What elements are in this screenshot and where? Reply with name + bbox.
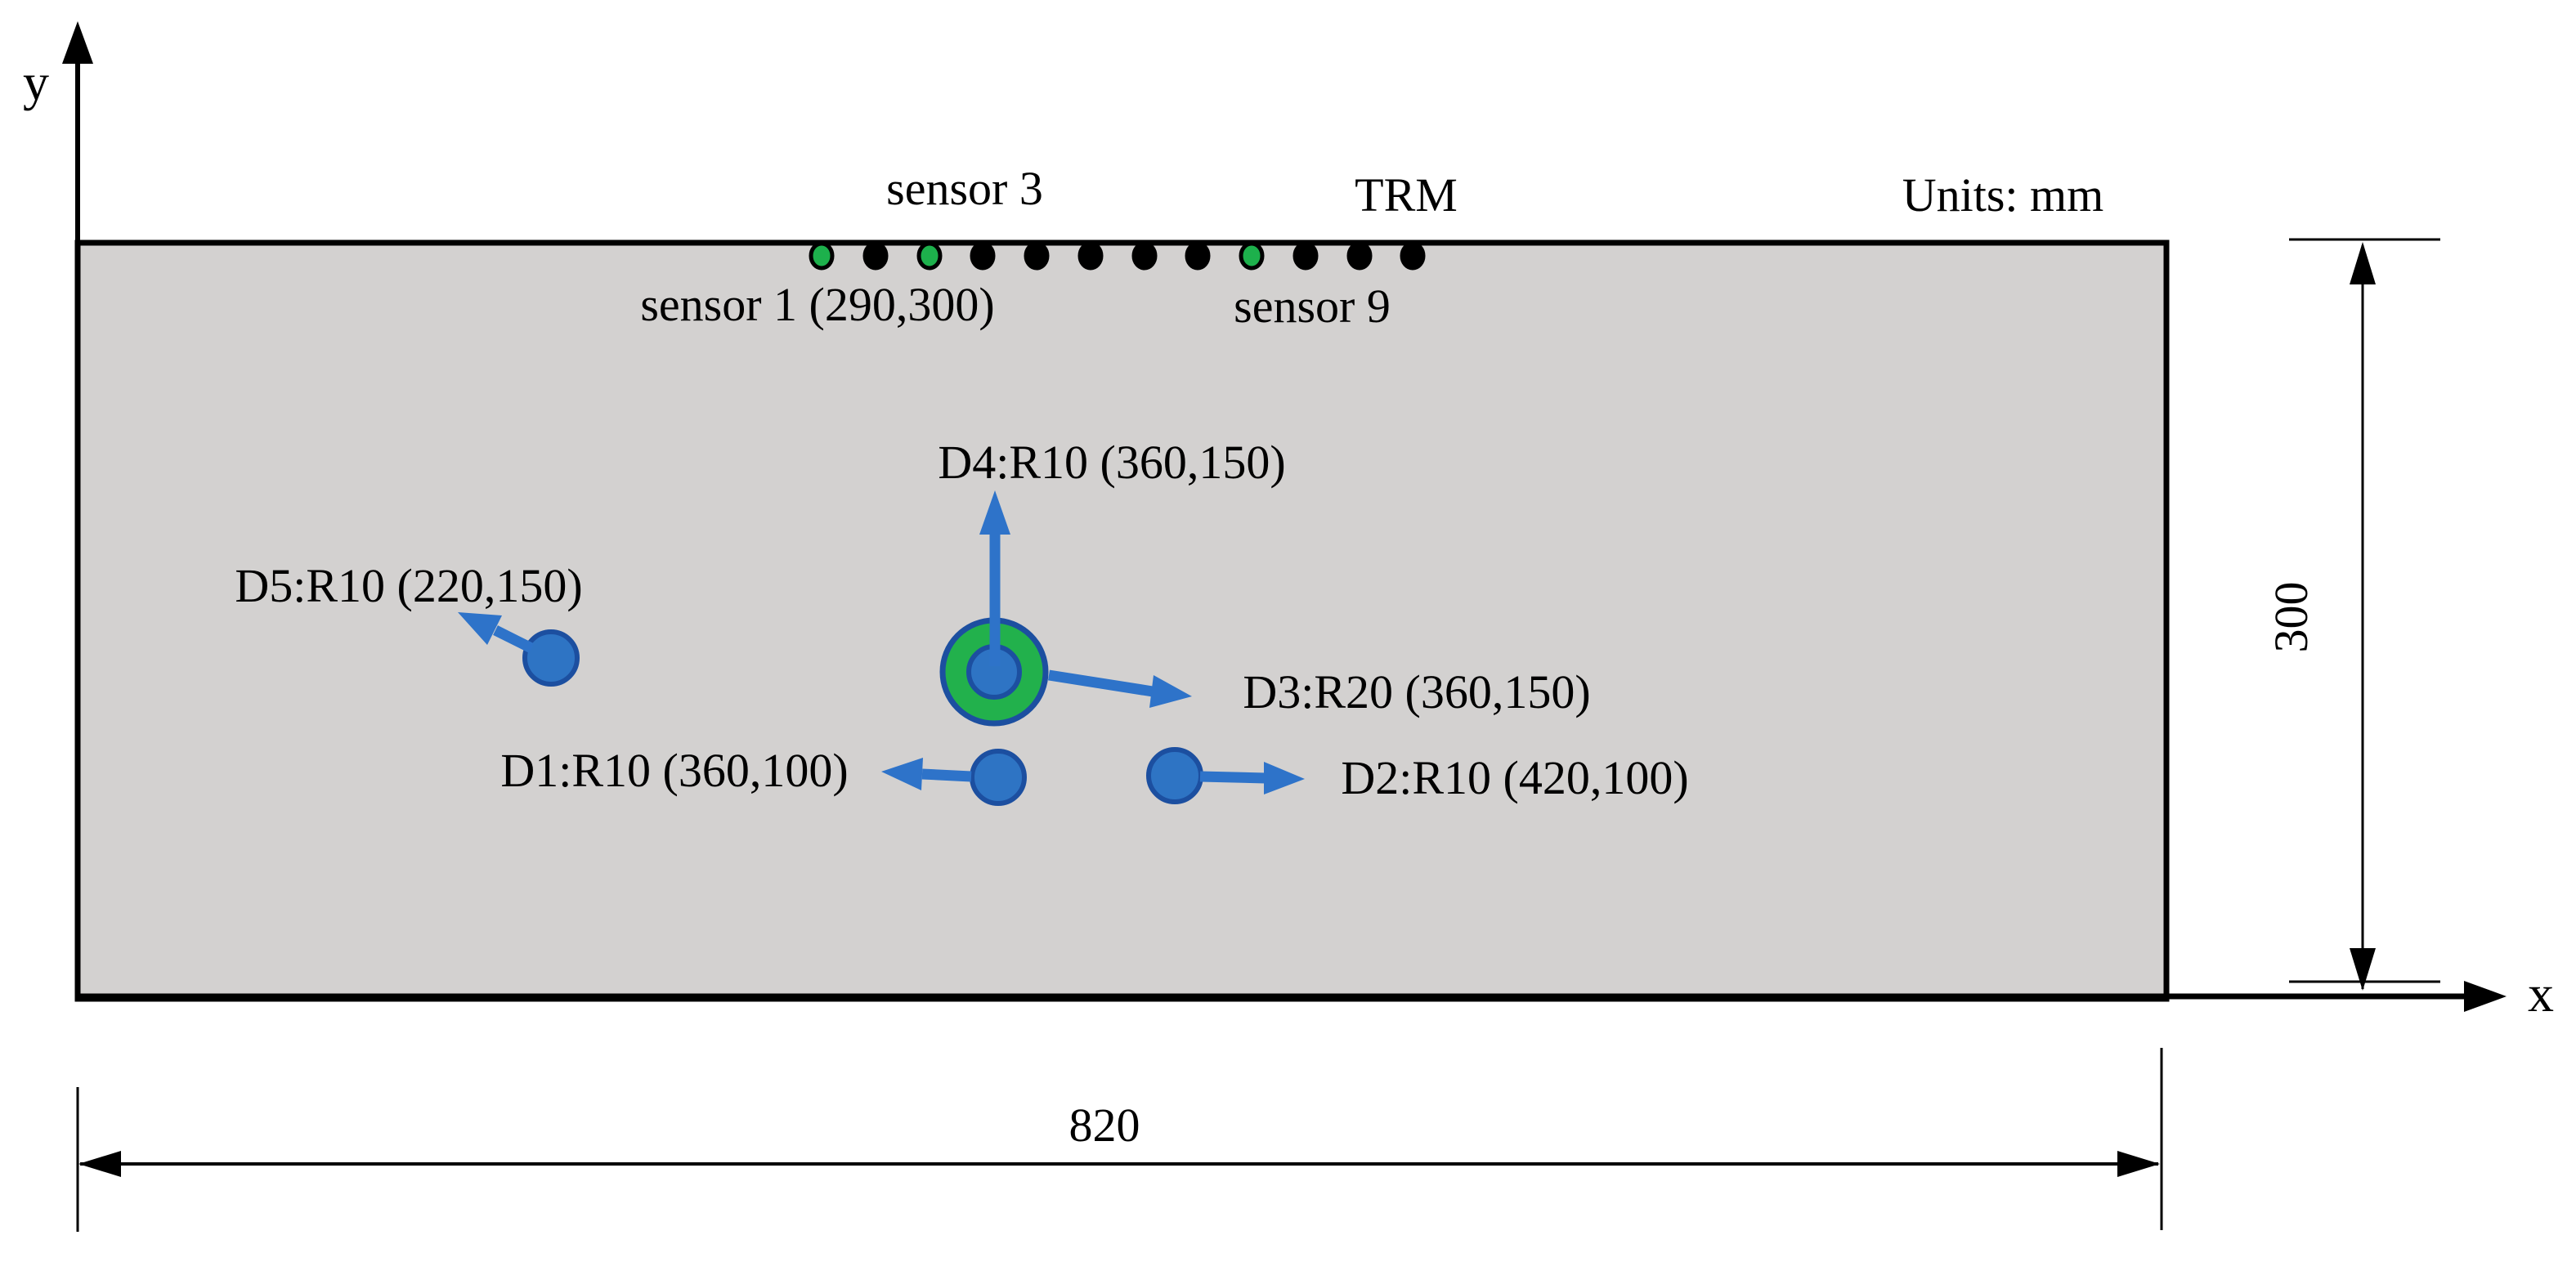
defect-d1-label: D1:R10 (360,100) — [500, 744, 848, 797]
defect-d2-circle — [1146, 747, 1203, 804]
sensor-dot-12 — [1400, 241, 1426, 271]
y-axis-label: y — [23, 53, 49, 111]
sensor-dot-3 — [916, 241, 943, 271]
defect-d3-label: D3:R20 (360,150) — [1243, 665, 1590, 718]
defect-d5-circle — [522, 629, 580, 687]
sensor-dot-6 — [1077, 241, 1104, 271]
width-dimension — [76, 1048, 2163, 1232]
defect-d4-label: D4:R10 (360,150) — [938, 436, 1285, 489]
sensor-dot-1 — [809, 241, 835, 271]
sensor-dot-5 — [1024, 241, 1050, 271]
height-dim-arrowhead-down-icon — [2350, 948, 2376, 991]
width-dimension-label: 820 — [1069, 1099, 1140, 1152]
width-dim-arrowhead-right-icon — [2117, 1151, 2160, 1177]
sensor-9-label: sensor 9 — [1234, 280, 1391, 333]
sensor-dot-7 — [1131, 241, 1158, 271]
x-axis-arrowhead-icon — [2464, 981, 2507, 1012]
d3-arrow — [1047, 669, 1192, 708]
sensor-dot-8 — [1185, 241, 1211, 271]
d5-arrow — [458, 612, 534, 653]
sensor-dot-11 — [1346, 241, 1373, 271]
sensor-dot-10 — [1292, 241, 1319, 271]
d4-arrow — [979, 490, 1010, 666]
sensor-dot-2 — [862, 241, 889, 271]
defect-d5-label: D5:R10 (220,150) — [235, 559, 582, 612]
height-dim-arrowhead-up-icon — [2350, 242, 2376, 284]
sensor-1-label: sensor 1 (290,300) — [640, 278, 994, 331]
width-dim-arrowhead-left-icon — [78, 1151, 121, 1177]
sensor-dot-9 — [1239, 241, 1265, 271]
height-dimension-label: 300 — [2265, 582, 2318, 653]
d2-arrow — [1199, 762, 1305, 794]
sensor-3-label: sensor 3 — [886, 162, 1043, 215]
d1-arrow — [881, 758, 972, 790]
x-axis-label: x — [2528, 964, 2554, 1023]
defect-d2-label: D2:R10 (420,100) — [1341, 751, 1688, 804]
units-label: Units: mm — [1902, 168, 2104, 222]
height-dimension — [2289, 238, 2440, 991]
defect-d1-circle — [970, 749, 1027, 806]
y-axis-arrowhead-icon — [62, 21, 93, 64]
trm-label: TRM — [1355, 168, 1458, 222]
sensor-dot-4 — [970, 241, 996, 271]
plate — [74, 239, 2170, 1002]
